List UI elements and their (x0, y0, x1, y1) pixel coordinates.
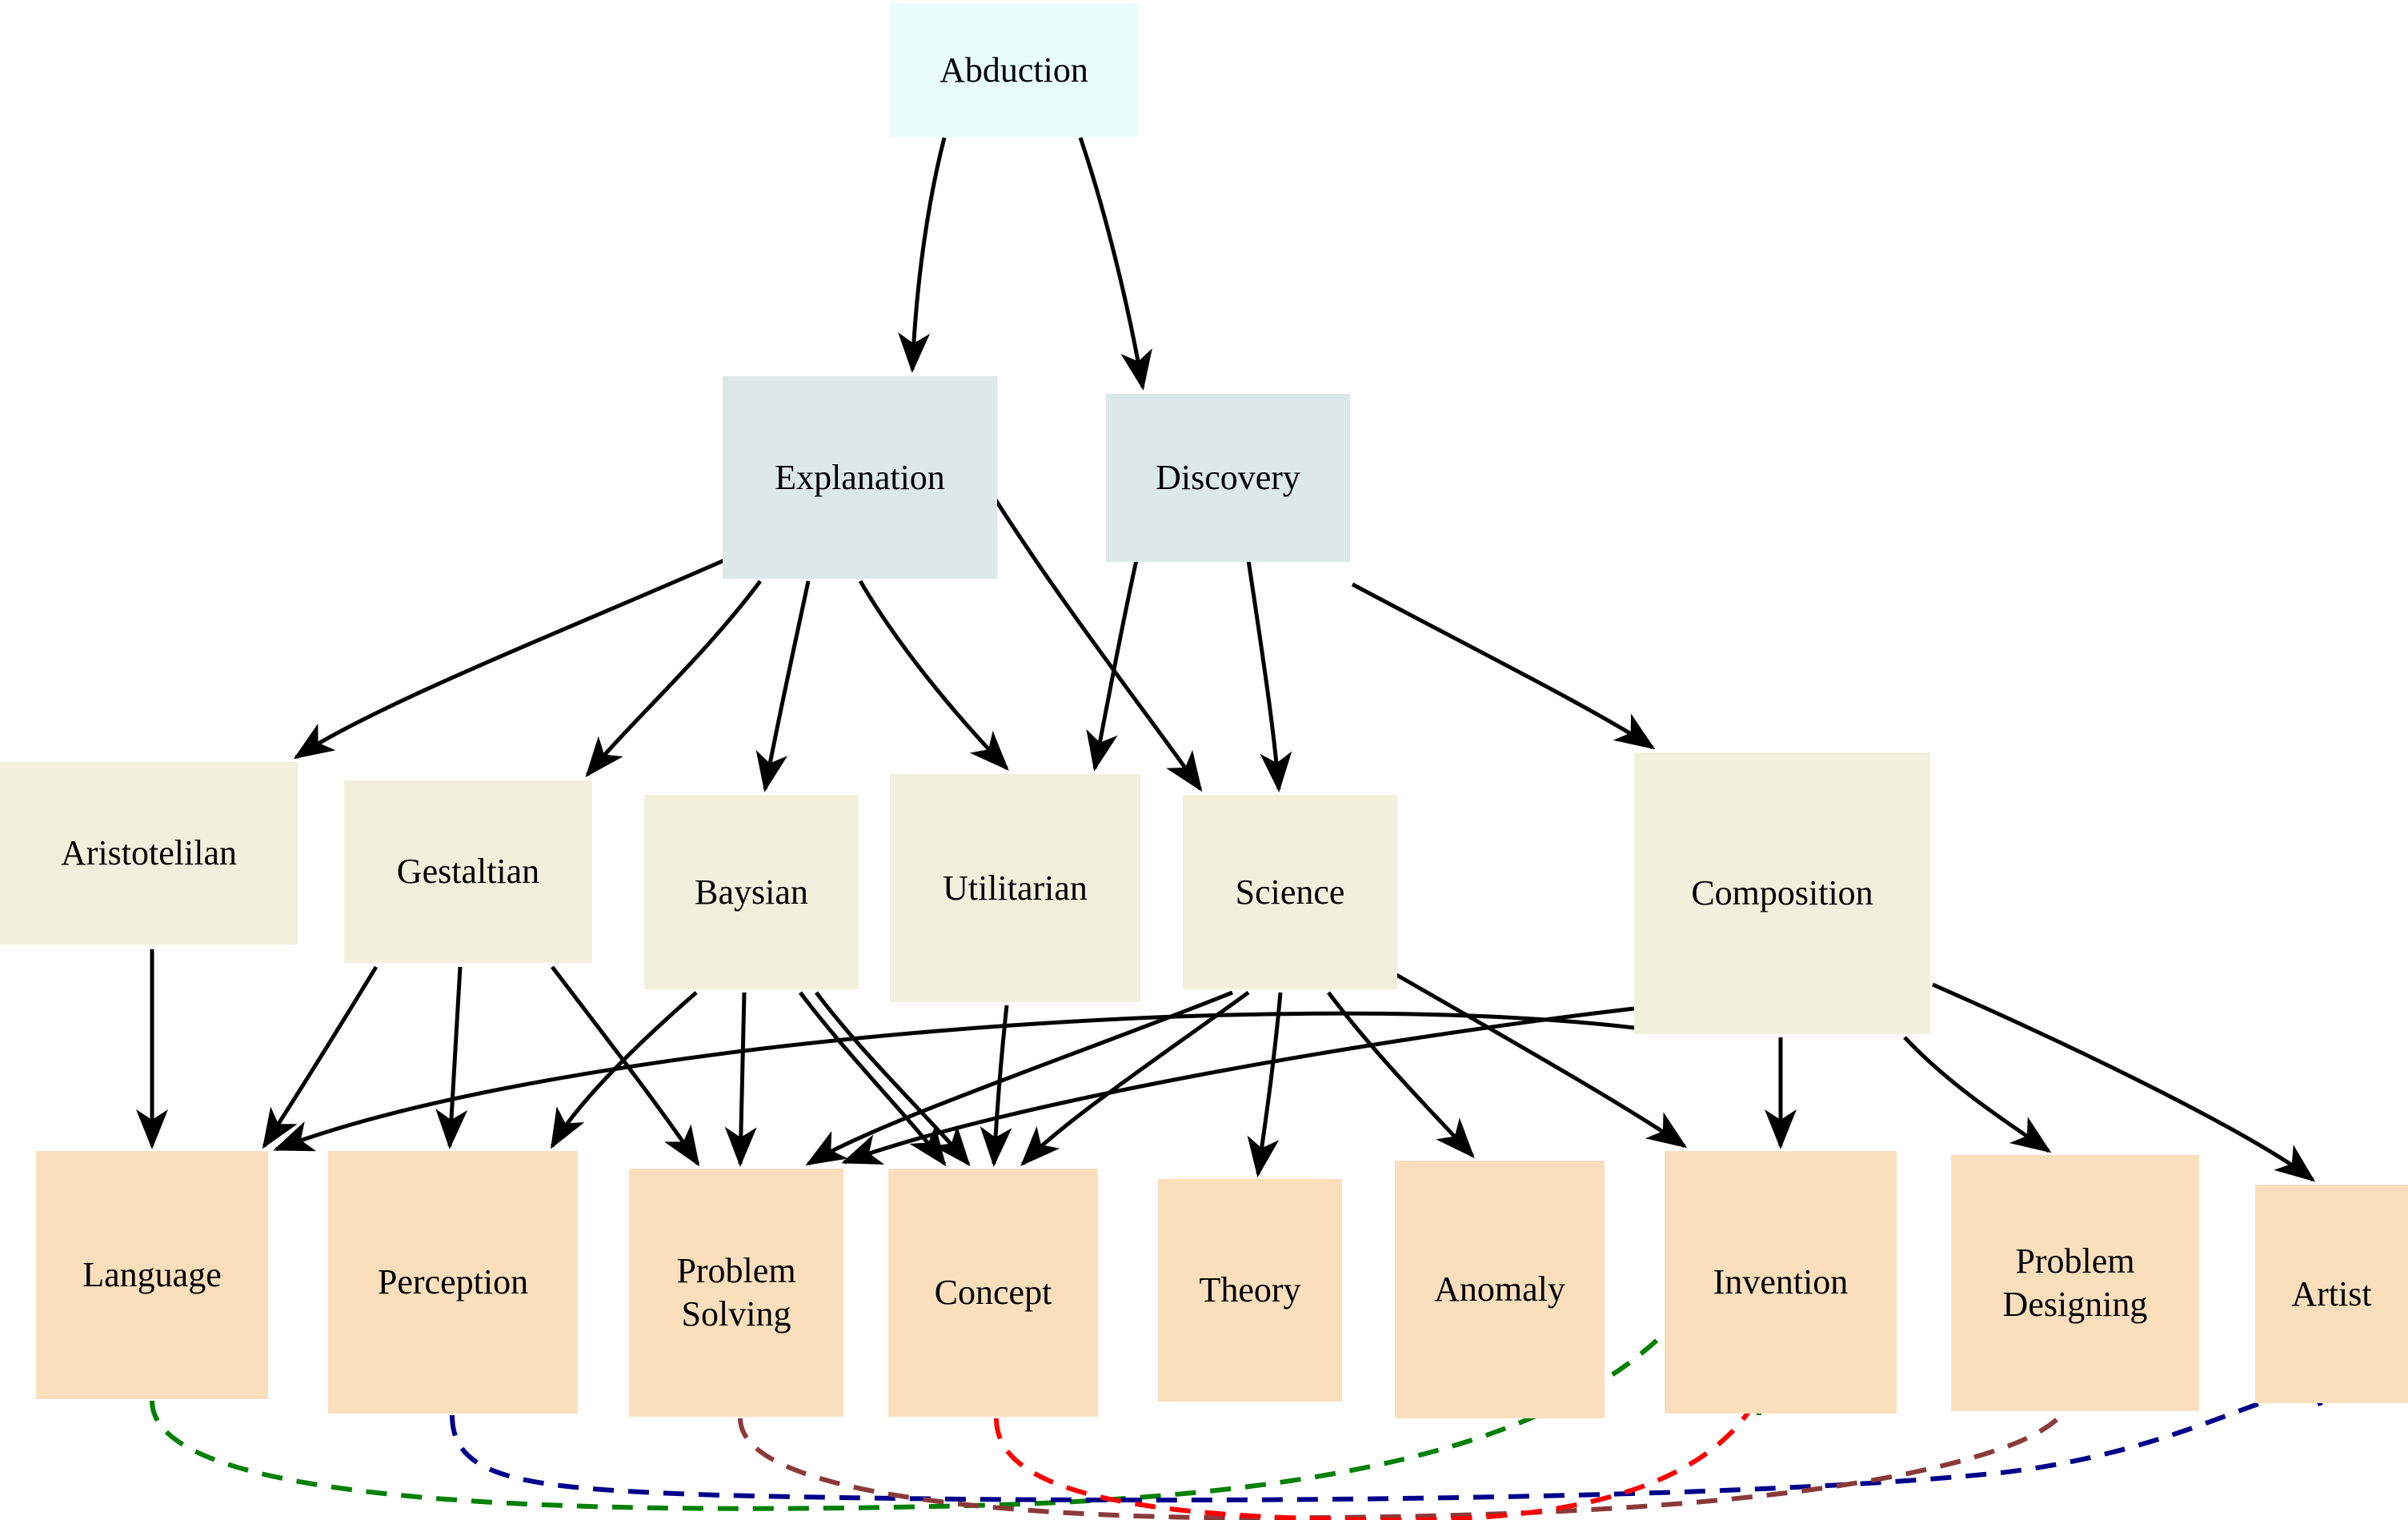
node-label-problem_designing: Problem Designing (2002, 1241, 2148, 1324)
node-label-problem_solving: Problem Solving (676, 1251, 796, 1334)
edge-baysian-to-problem_solving (724, 992, 757, 1167)
edge-discovery-to-utilitarian (1086, 559, 1139, 772)
edge-explanation-to-gestaltian (585, 580, 763, 778)
edge-abduction-to-explanation (898, 137, 947, 373)
edge-explanation-to-baysian (755, 580, 811, 792)
edge-explanation-to-aristotelilan (293, 558, 726, 760)
node-label-language: Language (82, 1255, 222, 1295)
edge-baysian-to-concept (799, 991, 947, 1167)
edge-discovery-to-composition (1351, 582, 1656, 750)
node-discovery[interactable]: Discovery (1106, 394, 1350, 562)
node-label-abduction: Abduction (940, 50, 1088, 90)
edge-explanation-to-utilitarian (858, 580, 1009, 771)
edge-baysian-to-perception (550, 991, 698, 1149)
node-label-concept: Concept (934, 1273, 1052, 1313)
edge-baysian-to-concept2 (815, 991, 971, 1167)
node-label-utilitarian: Utilitarian (943, 868, 1088, 908)
node-label-artist: Artist (2291, 1273, 2372, 1313)
node-label-discovery: Discovery (1156, 458, 1300, 498)
node-invention[interactable]: Invention (1665, 1151, 1897, 1414)
node-label-anomaly: Anomaly (1434, 1269, 1565, 1309)
node-label-theory: Theory (1199, 1270, 1301, 1310)
edge-discovery-to-science (1246, 559, 1292, 792)
node-problem_solving[interactable]: Problem Solving (629, 1169, 843, 1417)
node-artist[interactable]: Artist (2255, 1185, 2408, 1403)
node-abduction[interactable]: Abduction (890, 3, 1138, 137)
node-science[interactable]: Science (1183, 795, 1397, 989)
edge-gestaltian-to-perception (435, 966, 468, 1149)
node-label-gestaltian: Gestaltian (396, 852, 540, 892)
node-label-science: Science (1235, 872, 1345, 912)
edge-composition-to-language (273, 1011, 1641, 1152)
node-theory[interactable]: Theory (1158, 1179, 1342, 1402)
edge-abduction-to-discovery (1078, 137, 1152, 391)
node-gestaltian[interactable]: Gestaltian (344, 780, 592, 963)
edge-science-to-anomaly (1327, 991, 1475, 1158)
edge-gestaltian-to-problem_solving (551, 965, 700, 1167)
node-aristotelilan[interactable]: Aristotelilan (0, 762, 298, 944)
node-problem_designing[interactable]: Problem Designing (1951, 1155, 2199, 1411)
node-label-explanation: Explanation (775, 457, 945, 497)
node-language[interactable]: Language (36, 1151, 268, 1399)
edge-gestaltian-to-language (262, 965, 379, 1149)
node-composition[interactable]: Composition (1634, 752, 1930, 1034)
node-explanation[interactable]: Explanation (723, 376, 997, 579)
edge-science-to-theory (1247, 992, 1283, 1177)
edge-utilitarian-to-concept (980, 1005, 1012, 1167)
node-utilitarian[interactable]: Utilitarian (890, 774, 1140, 1002)
edge-science-to-problem_solving (805, 990, 1233, 1166)
node-baysian[interactable]: Baysian (644, 795, 859, 989)
edge-composition-to-problem_designing (1903, 1036, 2052, 1153)
node-label-baysian: Baysian (695, 872, 808, 912)
node-perception[interactable]: Perception (328, 1151, 578, 1414)
edge-composition-to-problem_solving (841, 1006, 1635, 1165)
node-label-invention: Invention (1713, 1262, 1849, 1302)
node-label-composition: Composition (1691, 873, 1873, 913)
node-anomaly[interactable]: Anomaly (1395, 1161, 1605, 1418)
edge-science-to-concept (1020, 990, 1250, 1166)
edge-problem_solving-to-problem_designing (738, 1410, 2067, 1520)
node-label-aristotelilan: Aristotelilan (61, 833, 237, 873)
edge-composition-to-artist (1931, 982, 2316, 1182)
solid-edge-group (136, 137, 2316, 1182)
node-label-perception: Perception (377, 1262, 529, 1302)
node-concept[interactable]: Concept (888, 1169, 1098, 1417)
